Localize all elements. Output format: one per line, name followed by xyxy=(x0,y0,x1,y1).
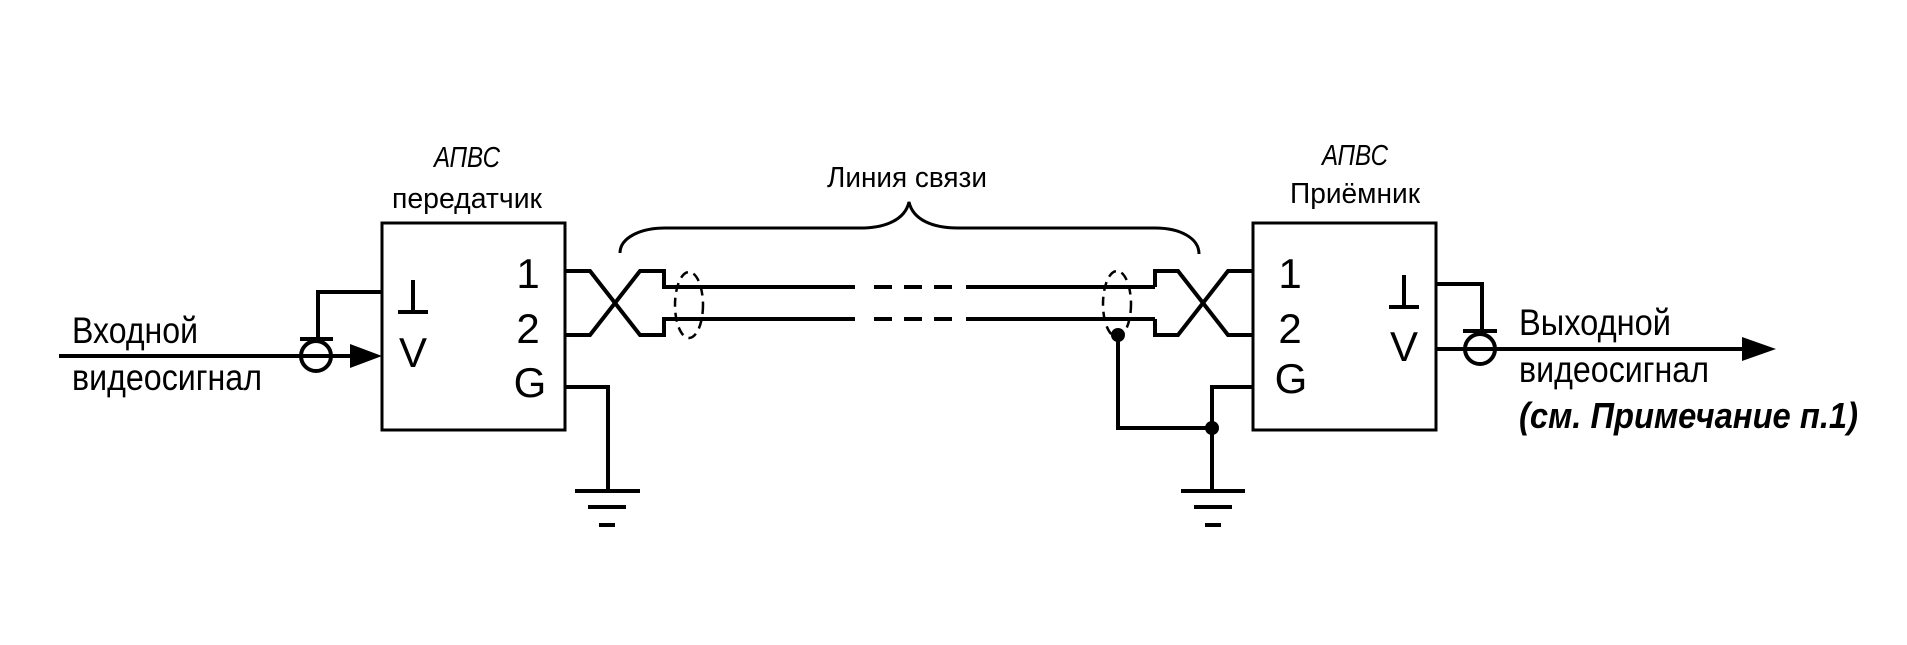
output-signal: Выходной видеосигнал (см. Примечание п.1… xyxy=(1436,282,1858,436)
line-label: Линия связи xyxy=(827,162,987,194)
transmitter-pin-1-label: 1 xyxy=(516,250,539,297)
ground-junction-dot-icon xyxy=(1205,421,1219,435)
transmitter-ground-wire xyxy=(566,385,610,491)
transmitter-pin-2-label: 2 xyxy=(516,305,539,352)
transmitter-voltage-label: V xyxy=(399,329,427,376)
receiver-box xyxy=(1251,221,1438,432)
input-signal: Входной видеосигнал xyxy=(59,290,382,398)
input-label-line2: видеосигнал xyxy=(72,357,262,398)
input-arrow-icon xyxy=(350,344,382,368)
receiver-current-icon xyxy=(1389,275,1419,309)
receiver-block: АПВС Приёмник 1 2 G V xyxy=(1251,140,1438,432)
ground-icon xyxy=(575,489,640,527)
receiver-pin-g-label: G xyxy=(1275,355,1308,402)
transmitter-title: АПВС xyxy=(432,142,501,174)
transmitter-twisted-pair-icon xyxy=(565,269,700,337)
receiver-pin-1-label: 1 xyxy=(1278,250,1301,297)
ground-icon xyxy=(1181,489,1245,527)
transmitter-ground xyxy=(566,385,640,527)
shield-drain-wire xyxy=(1116,335,1212,430)
receiver-twisted-pair-icon xyxy=(1153,269,1253,337)
receiver-subtitle: Приёмник xyxy=(1290,178,1420,210)
transmitter-shield-icon xyxy=(673,270,705,340)
transmitter-box xyxy=(380,221,567,432)
output-label-line2: видеосигнал xyxy=(1519,349,1709,390)
transmitter-subtitle: передатчик xyxy=(392,183,542,215)
output-note: (см. Примечание п.1) xyxy=(1519,395,1858,436)
transmitter-block: АПВС передатчик 1 2 G V xyxy=(380,142,567,432)
input-connector-icon xyxy=(299,290,382,373)
receiver-ground-wire xyxy=(1210,385,1253,491)
output-connector-icon xyxy=(1437,282,1497,366)
transmitter-current-icon xyxy=(398,280,428,314)
input-label-line1: Входной xyxy=(72,310,198,351)
receiver-ground xyxy=(1181,385,1253,527)
receiver-shield-icon xyxy=(1101,269,1133,339)
output-arrow-icon xyxy=(1742,337,1776,361)
communication-line: Линия связи xyxy=(618,162,1201,321)
line-brace-icon xyxy=(618,201,1201,255)
transmitter-pin-g-label: G xyxy=(514,359,547,406)
output-label-line1: Выходной xyxy=(1519,302,1671,343)
receiver-voltage-label: V xyxy=(1390,323,1418,370)
receiver-pin-2-label: 2 xyxy=(1278,305,1301,352)
receiver-title: АПВС xyxy=(1320,140,1389,172)
